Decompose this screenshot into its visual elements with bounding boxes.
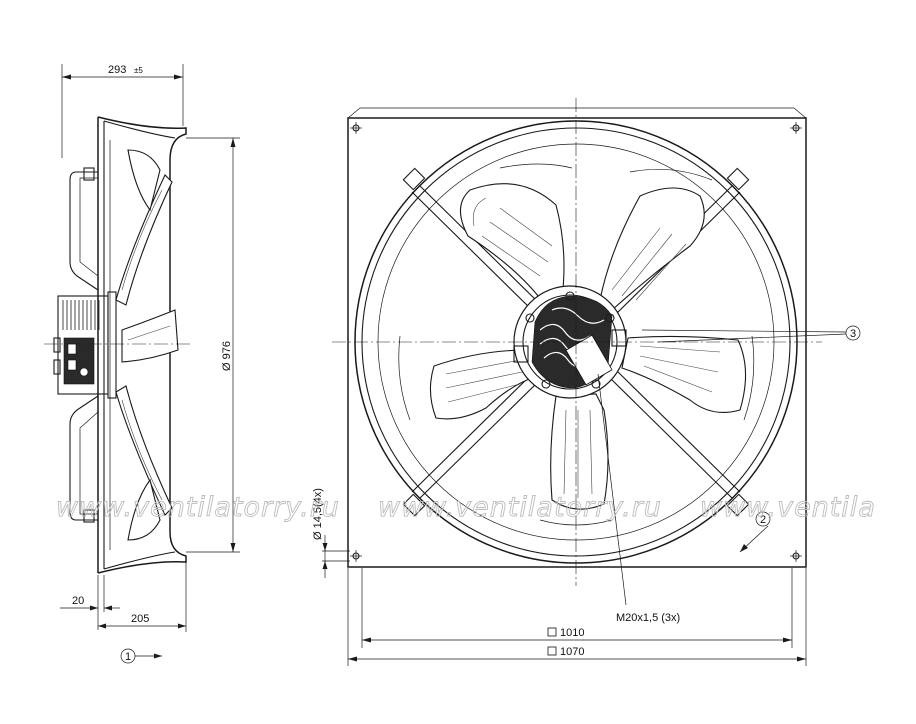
thread-label: M20x1,5 (3x) bbox=[616, 612, 680, 624]
flange-dimension: 20 bbox=[60, 575, 120, 630]
motor-side bbox=[53, 291, 117, 399]
callout-1: 1 bbox=[120, 648, 162, 664]
callout-2: 2 bbox=[739, 511, 771, 553]
diameter-dimension: Ø 976 bbox=[186, 137, 240, 553]
blade-top-right bbox=[599, 187, 705, 311]
motor-depth-dimension: 205 bbox=[98, 562, 187, 632]
hole-spacing-dimension: 1010 bbox=[361, 568, 793, 648]
blade-bottom bbox=[550, 393, 609, 510]
hole-dimension: Ø 14,5(4x) bbox=[312, 488, 350, 578]
svg-text:3: 3 bbox=[850, 328, 856, 340]
motor-depth-label: 205 bbox=[131, 613, 149, 625]
diameter-label: Ø 976 bbox=[221, 341, 233, 371]
blade-top-left bbox=[459, 183, 565, 306]
svg-text:1: 1 bbox=[125, 651, 131, 663]
hole-spacing-label: 1010 bbox=[560, 627, 584, 639]
impeller-blades bbox=[398, 163, 755, 526]
svg-text:2: 2 bbox=[760, 514, 766, 526]
hole-label: Ø 14,5(4x) bbox=[312, 488, 324, 540]
mounting-plate bbox=[347, 107, 807, 568]
watermark: www.ventilatorry.ru www.ventilatorry.ru … bbox=[56, 492, 876, 524]
thread-callout: M20x1,5 (3x) bbox=[597, 373, 680, 624]
depth-tolerance: ±5 bbox=[134, 66, 143, 75]
watermark-text-1: www.ventilatorry.ru bbox=[56, 492, 340, 523]
plate-size-dimension: 1070 bbox=[347, 568, 807, 666]
front-view: Ø 14,5(4x) 1010 1070 M20x1,5 (3x) bbox=[312, 98, 861, 666]
plate-size-label: 1070 bbox=[560, 646, 584, 658]
guard-struts bbox=[402, 167, 750, 517]
depth-dimension: 293 ±5 bbox=[61, 64, 184, 158]
callout-3: 3 bbox=[641, 325, 861, 343]
blade-right bbox=[621, 335, 747, 413]
blades-side bbox=[115, 149, 179, 541]
flange-label: 20 bbox=[72, 595, 84, 607]
side-view: 293 ±5 Ø 976 bbox=[44, 64, 240, 664]
motor-support-arms bbox=[69, 167, 99, 523]
watermark-text-2: www.ventilatorry.ru bbox=[378, 492, 662, 523]
depth-label: 293 bbox=[108, 64, 126, 76]
blade-left bbox=[429, 349, 533, 420]
watermark-text-3: www.ventila bbox=[700, 492, 876, 523]
